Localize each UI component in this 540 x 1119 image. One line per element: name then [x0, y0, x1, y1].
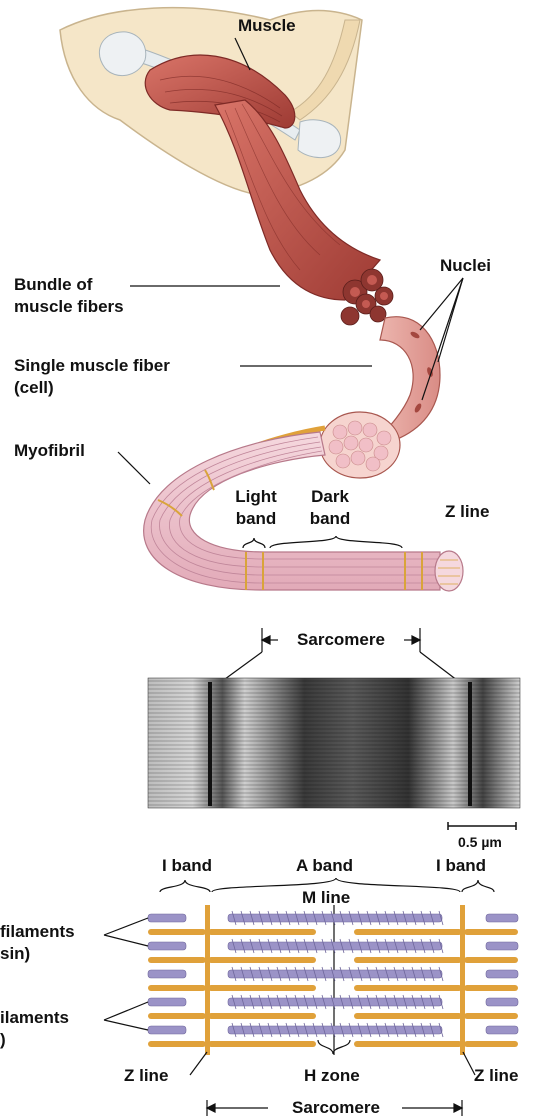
label-z-line-top: Z line	[445, 502, 489, 522]
thin-filament-left	[208, 985, 316, 991]
thin-filament-outer-right	[464, 1013, 518, 1019]
label-light-band-line1: Light	[228, 487, 284, 507]
thin-filament-right	[354, 985, 462, 991]
thick-filament-left-stub	[148, 1026, 186, 1034]
thin-filament-left	[208, 1013, 316, 1019]
filament-pointer-lines	[104, 918, 475, 1075]
thin-filament-right	[354, 1013, 462, 1019]
label-scale-bar: 0.5 µm	[458, 832, 502, 852]
thin-filament-outer-right	[464, 1041, 518, 1047]
label-thin-filaments-line1: ilaments	[0, 1008, 69, 1028]
band-braces	[243, 536, 402, 548]
thin-filament-outer-right	[464, 985, 518, 991]
thin-filament-right	[354, 957, 462, 963]
thin-filament-outer-left	[148, 1041, 206, 1047]
label-sarcomere-top: Sarcomere	[276, 630, 406, 650]
electron-micrograph	[148, 678, 520, 808]
thin-filament-outer-right	[464, 957, 518, 963]
label-myofibril: Myofibril	[14, 441, 85, 461]
thick-filament-right-stub	[486, 998, 518, 1006]
z-line-right-bar	[460, 905, 465, 1055]
shoulder-bone	[99, 32, 145, 76]
arm-illustration	[60, 8, 362, 195]
label-z-line-left: Z line	[124, 1066, 168, 1086]
label-h-zone: H zone	[304, 1066, 360, 1086]
thick-filament-right-stub	[486, 1026, 518, 1034]
thick-filament-left-stub	[148, 970, 186, 978]
thick-filament-right-stub	[486, 970, 518, 978]
thin-filament-left	[208, 957, 316, 963]
label-muscle: Muscle	[238, 16, 296, 36]
thick-filament-left-stub	[148, 942, 186, 950]
thin-filament-outer-right	[464, 929, 518, 935]
label-dark-band-line1: Dark	[302, 487, 358, 507]
thin-filament-outer-left	[148, 957, 206, 963]
thin-filament-outer-left	[148, 1013, 206, 1019]
label-dark-band-line2: band	[302, 509, 358, 529]
filament-diagram	[148, 905, 518, 1055]
label-a-band: A band	[296, 856, 353, 876]
thick-filament-left-stub	[148, 914, 186, 922]
thick-filament-right-stub	[486, 914, 518, 922]
label-z-line-right: Z line	[474, 1066, 518, 1086]
label-sarcomere-bottom: Sarcomere	[270, 1098, 402, 1118]
label-bundle-line1: Bundle of	[14, 275, 92, 295]
scale-bar	[448, 822, 516, 830]
thin-filament-outer-left	[148, 929, 206, 935]
thin-filament-left	[208, 929, 316, 935]
label-i-band-right: I band	[436, 856, 486, 876]
label-thick-filaments-line2: sin)	[0, 944, 30, 964]
z-line-left-bar	[205, 905, 210, 1055]
thin-filament-right	[354, 929, 462, 935]
thick-filament-right-stub	[486, 942, 518, 950]
label-m-line: M line	[302, 888, 350, 908]
thin-filament-left	[208, 1041, 316, 1047]
label-i-band-left: I band	[162, 856, 212, 876]
label-thin-filaments-line2: )	[0, 1030, 6, 1050]
label-single-fiber-line1: Single muscle fiber	[14, 356, 170, 376]
label-bundle-line2: muscle fibers	[14, 297, 124, 317]
label-thick-filaments-line1: filaments	[0, 922, 75, 942]
label-single-fiber-line2: (cell)	[14, 378, 54, 398]
thin-filament-right	[354, 1041, 462, 1047]
thin-filament-outer-left	[148, 985, 206, 991]
label-light-band-line2: band	[228, 509, 284, 529]
thick-filament-left-stub	[148, 998, 186, 1006]
myofibril-end	[435, 551, 463, 591]
label-nuclei: Nuclei	[440, 256, 491, 276]
